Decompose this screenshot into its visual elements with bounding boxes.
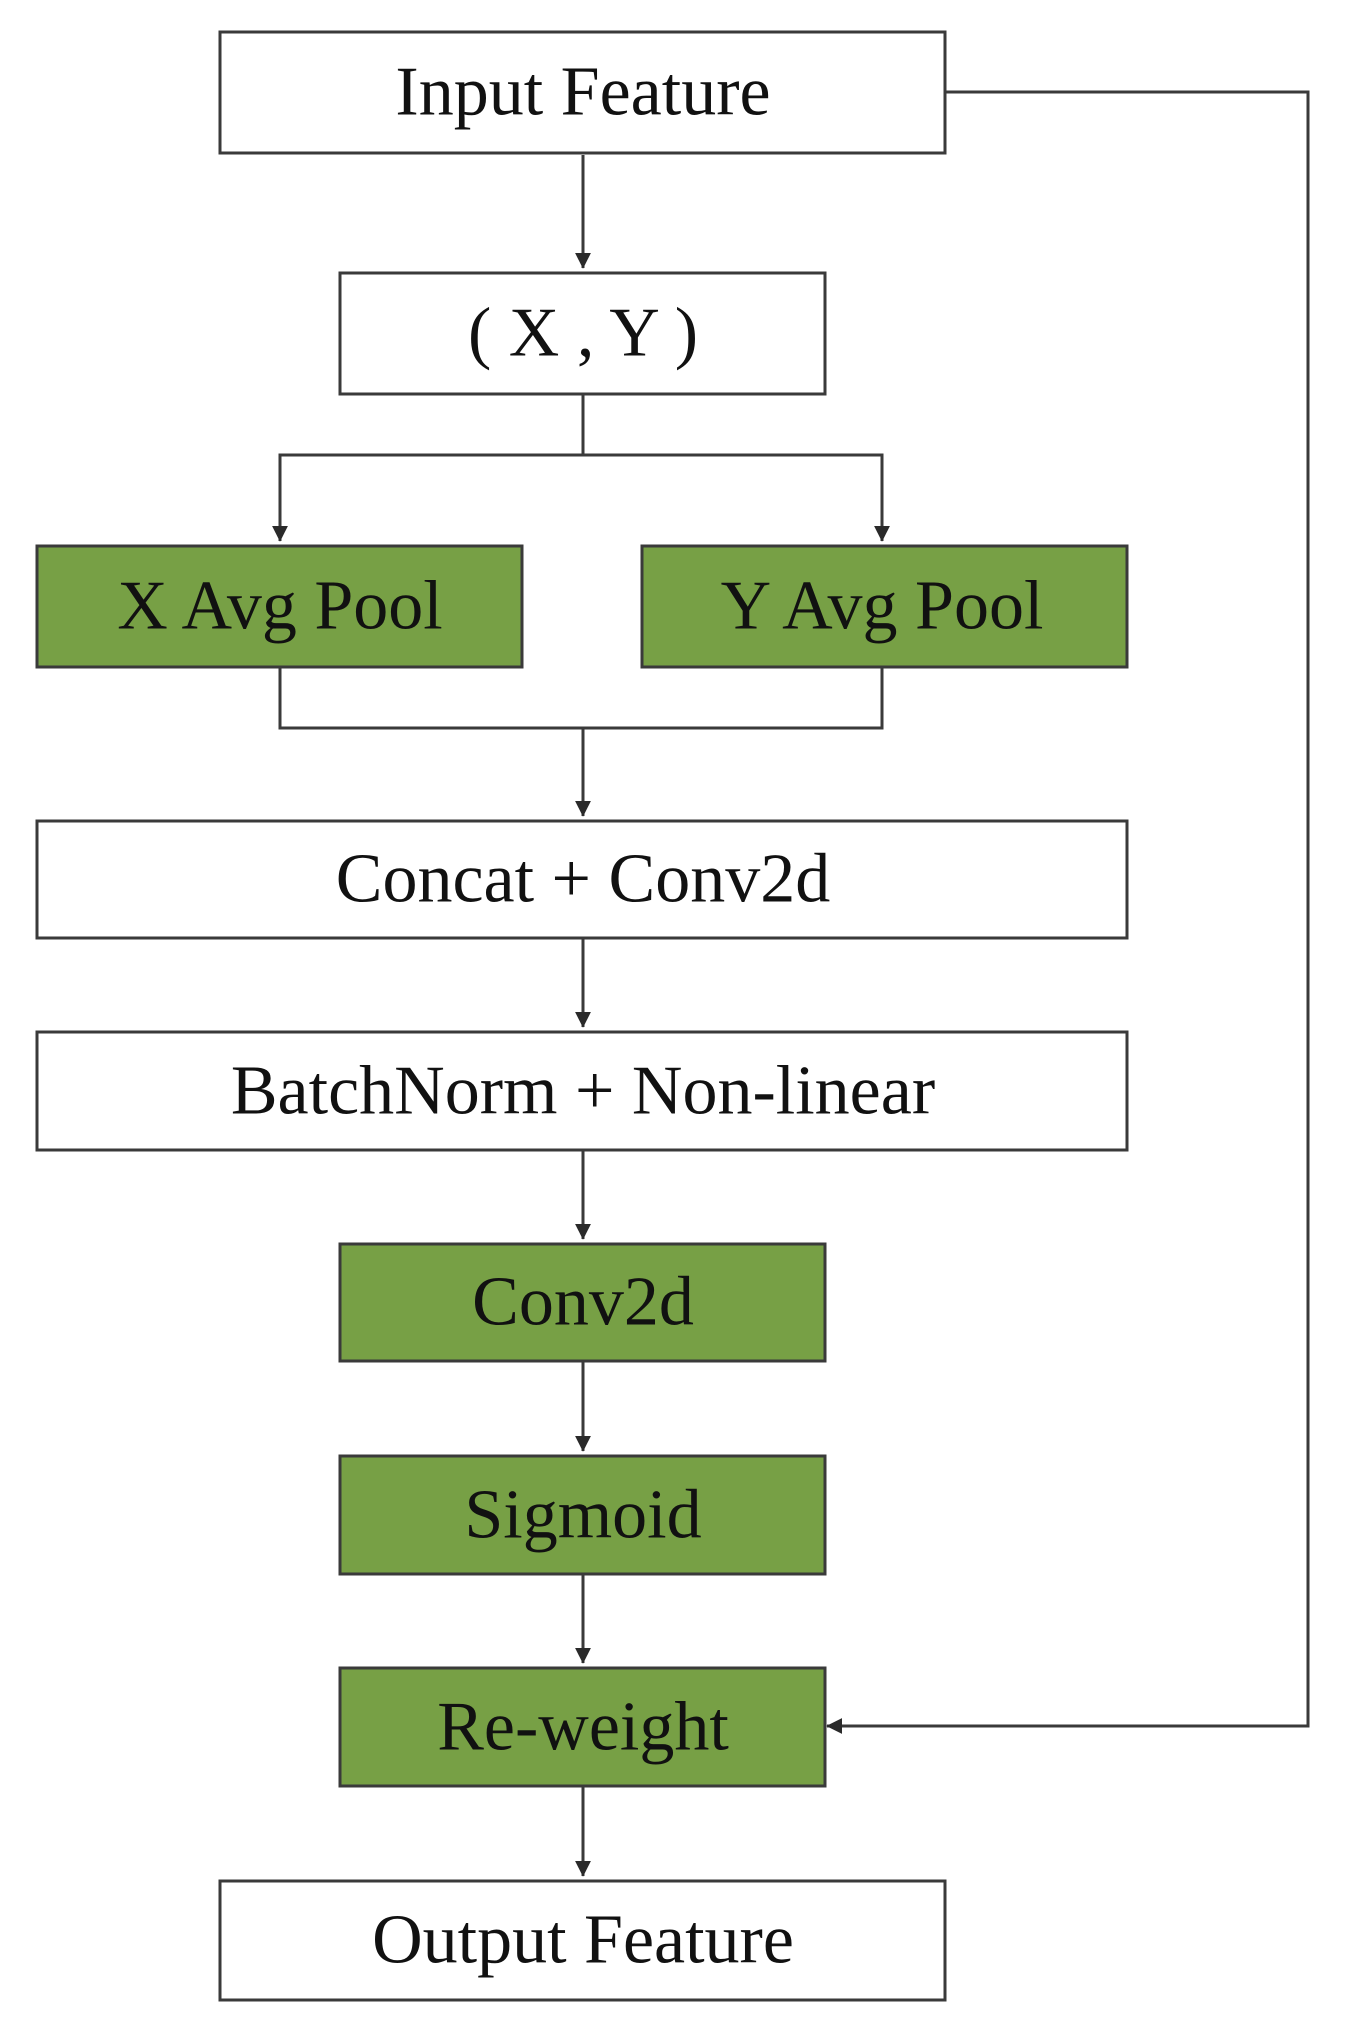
node-label: ( X , Y )	[468, 295, 698, 372]
node-label: Output Feature	[372, 1902, 794, 1979]
edge-x-pool-to-concat	[278, 667, 591, 817]
node-reweight: Re-weight	[338, 1666, 827, 1788]
node-concat-conv2d: Concat + Conv2d	[35, 819, 1129, 940]
node-label: Concat + Conv2d	[336, 841, 830, 918]
node-xy-split: ( X , Y )	[338, 271, 827, 396]
edge-input-to-reweight-skip	[826, 90, 1310, 1734]
edge-xy-to-y-pool	[583, 453, 890, 542]
edges	[272, 90, 1310, 1877]
node-batchnorm-nonlinear: BatchNorm + Non-linear	[35, 1030, 1129, 1152]
node-label: Conv2d	[472, 1264, 694, 1341]
node-label: X Avg Pool	[117, 568, 442, 645]
node-conv2d: Conv2d	[338, 1242, 827, 1363]
node-label: Sigmoid	[464, 1477, 701, 1554]
edge-xy-to-x-pool	[272, 395, 585, 542]
node-label: Y Avg Pool	[721, 568, 1044, 645]
node-x-avg-pool: X Avg Pool	[35, 544, 524, 669]
node-label: Re-weight	[437, 1689, 729, 1766]
node-label: Input Feature	[395, 54, 770, 131]
node-y-avg-pool: Y Avg Pool	[640, 544, 1129, 669]
node-label: BatchNorm + Non-linear	[231, 1053, 935, 1130]
node-sigmoid: Sigmoid	[338, 1454, 827, 1576]
node-input-feature: Input Feature	[218, 30, 947, 155]
edge-y-pool-to-concat	[583, 667, 884, 730]
node-output-feature: Output Feature	[218, 1879, 947, 2002]
